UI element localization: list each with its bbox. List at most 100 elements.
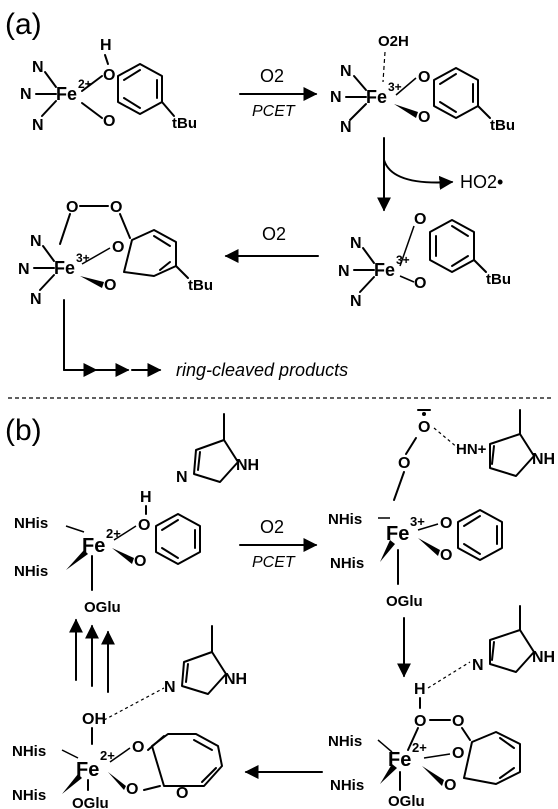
n-ligand: N bbox=[350, 293, 362, 310]
oglu-ligand: OGlu bbox=[388, 793, 425, 809]
tbu-group: tBu bbox=[172, 115, 197, 132]
fe-center: Fe bbox=[54, 258, 75, 278]
n-ligand: N bbox=[32, 59, 44, 76]
n-ligand: N bbox=[330, 89, 342, 106]
nhis-ligand: NHis bbox=[12, 787, 46, 804]
n-ligand: N bbox=[340, 119, 352, 136]
imidazole-n: N bbox=[472, 657, 484, 674]
nhis-ligand: NHis bbox=[12, 743, 46, 760]
peroxo-o: O bbox=[110, 199, 122, 216]
byproduct-hydroperoxyl: HO2• bbox=[460, 172, 503, 192]
histidine-imidazole: N NH bbox=[472, 605, 555, 674]
arrow-label-o2: O2 bbox=[262, 224, 286, 244]
fe-charge: 2+ bbox=[106, 526, 121, 541]
complex-b4: OH NHis NHis OGlu Fe 2+ O O O bbox=[12, 711, 223, 809]
o2h-ligand: O2H bbox=[378, 33, 409, 50]
complex-a3: N N N Fe 3+ O O tBu bbox=[338, 211, 511, 310]
carbonyl-o: O bbox=[112, 239, 124, 256]
hydroxyl-h: H bbox=[140, 489, 152, 506]
fe-charge: 2+ bbox=[100, 748, 115, 763]
fe-center: Fe bbox=[82, 535, 105, 557]
phenolate-o: O bbox=[104, 277, 116, 294]
fe-center: Fe bbox=[366, 87, 387, 107]
nhis-ligand: NHis bbox=[328, 511, 362, 528]
complex-a1: N N N Fe 2+ H O O tBu bbox=[20, 37, 197, 134]
n-ligand: N bbox=[32, 117, 44, 134]
peroxo-o: O bbox=[414, 713, 426, 730]
nhis-ligand: NHis bbox=[330, 777, 364, 794]
tbu-group: tBu bbox=[490, 117, 515, 134]
n-ligand: N bbox=[20, 86, 32, 103]
panel-b-label: (b) bbox=[5, 414, 42, 447]
histidine-imidazole: N NH bbox=[176, 413, 259, 486]
imidazole-nh: NH bbox=[532, 451, 555, 468]
catecholate-o: O bbox=[414, 211, 426, 228]
fe-center: Fe bbox=[388, 749, 411, 771]
phenolate-o: O bbox=[134, 553, 146, 570]
fe-center: Fe bbox=[374, 260, 395, 280]
peroxo-o: O bbox=[66, 199, 78, 216]
catecholate-o: O bbox=[440, 547, 452, 564]
n-ligand: N bbox=[30, 233, 42, 250]
phenolate-o: O bbox=[444, 777, 456, 794]
arrow-multistep bbox=[63, 299, 101, 371]
fe-center: Fe bbox=[386, 523, 409, 545]
histidine-imidazolium: HN+ NH bbox=[456, 409, 555, 477]
fe-charge: 3+ bbox=[410, 514, 425, 529]
imidazolium-hn: HN+ bbox=[456, 441, 487, 458]
fe-charge: 2+ bbox=[412, 740, 427, 755]
carbonyl-o: O bbox=[126, 781, 138, 798]
ring-o: O bbox=[176, 785, 188, 802]
n-ligand: N bbox=[30, 291, 42, 308]
tbu-group: tBu bbox=[486, 271, 511, 288]
arrow-label-o2: O2 bbox=[260, 66, 284, 86]
oglu-ligand: OGlu bbox=[72, 795, 109, 809]
arrow-label-pcet: PCET bbox=[252, 554, 296, 571]
panel-a-label: (a) bbox=[5, 8, 42, 41]
nhis-ligand: NHis bbox=[328, 733, 362, 750]
imidazole-n: N bbox=[176, 469, 188, 486]
arrow-release bbox=[383, 159, 454, 190]
fe-center: Fe bbox=[76, 759, 99, 781]
carbonyl-o: O bbox=[452, 745, 464, 762]
peroxo-o: O bbox=[452, 713, 464, 730]
arrow-label-pcet: PCET bbox=[252, 103, 296, 120]
catecholate-o: O bbox=[414, 275, 426, 292]
complex-b3: H O O NHis NHis OGlu Fe 2+ O O bbox=[328, 661, 521, 809]
imidazole-nh: NH bbox=[224, 671, 247, 688]
histidine-imidazole: N NH bbox=[103, 625, 247, 721]
catecholate-o: O bbox=[440, 515, 452, 532]
phenolate-o: O bbox=[103, 113, 115, 130]
oglu-ligand: OGlu bbox=[386, 593, 423, 610]
nhis-ligand: NHis bbox=[330, 555, 364, 572]
superoxo-o: O bbox=[418, 419, 430, 436]
arrow-multistep-up bbox=[69, 618, 115, 693]
hydroxo-ligand: OH bbox=[82, 711, 106, 728]
oglu-ligand: OGlu bbox=[84, 599, 121, 616]
complex-b2: O O NHis NHis OGlu Fe 3+ O O bbox=[328, 409, 503, 610]
catecholate-o: O bbox=[418, 109, 430, 126]
complex-a2: O2H N N N Fe 3+ O O tBu bbox=[330, 33, 515, 136]
n-ligand: N bbox=[18, 261, 30, 278]
n-ligand: N bbox=[338, 263, 350, 280]
superoxo-o: O bbox=[398, 455, 410, 472]
hydroxyl-o: O bbox=[138, 517, 150, 534]
complex-a4: O O N N N Fe 3+ O O tBu bbox=[18, 199, 213, 308]
nhis-ligand: NHis bbox=[14, 563, 48, 580]
imidazole-nh: NH bbox=[236, 457, 259, 474]
imidazole-n: N bbox=[164, 679, 176, 696]
catecholate-o: O bbox=[418, 69, 430, 86]
hydroxyl-h: H bbox=[100, 37, 112, 54]
products-label: ring-cleaved products bbox=[176, 360, 348, 380]
imidazole-nh: NH bbox=[532, 649, 555, 666]
fe-center: Fe bbox=[56, 84, 77, 104]
fe-charge: 3+ bbox=[388, 80, 402, 94]
nhis-ligand: NHis bbox=[14, 515, 48, 532]
tbu-group: tBu bbox=[188, 277, 213, 294]
complex-b1: NHis NHis OGlu Fe 2+ H O O bbox=[14, 489, 201, 616]
arrow-label-o2: O2 bbox=[260, 517, 284, 537]
n-ligand: N bbox=[350, 235, 362, 252]
hydroxyl-h: H bbox=[414, 681, 426, 698]
hydroxyl-o: O bbox=[103, 67, 115, 84]
carbonyl-o: O bbox=[132, 739, 144, 756]
